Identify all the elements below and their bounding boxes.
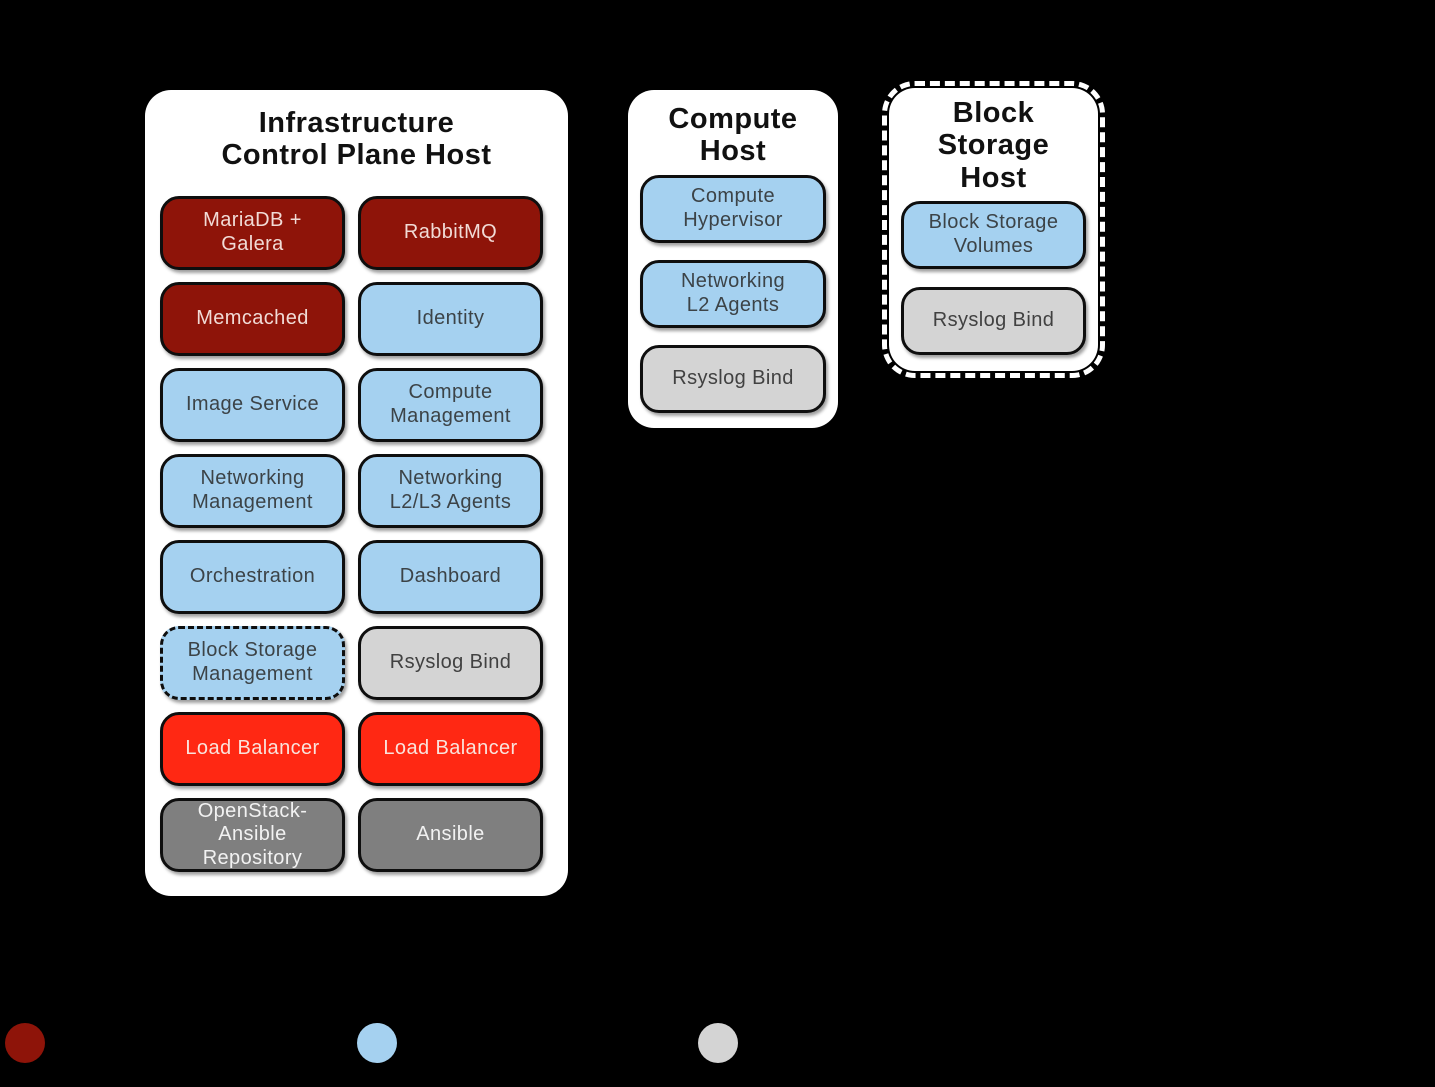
service-box-networking-l2-agents: Networking L2 Agents <box>640 260 826 328</box>
legend-dot-other-service <box>698 1023 738 1063</box>
service-box-identity: Identity <box>358 282 543 356</box>
service-box-memcached: Memcached <box>160 282 345 356</box>
service-box-block-storage-volumes: Block Storage Volumes <box>901 201 1086 269</box>
service-box-compute-management: Compute Management <box>358 368 543 442</box>
compute-service-stack: Compute Hypervisor Networking L2 Agents … <box>640 175 826 413</box>
service-box-dashboard: Dashboard <box>358 540 543 614</box>
service-box-networking-l2-l3-agents: Networking L2/L3 Agents <box>358 454 543 528</box>
service-box-block-storage-management: Block Storage Management <box>160 626 345 700</box>
service-box-load-balancer-2: Load Balancer <box>358 712 543 786</box>
service-box-mariadb-galera: MariaDB + Galera <box>160 196 345 270</box>
block-storage-host-panel: Block Storage Host Block Storage Volumes… <box>882 81 1105 378</box>
block-storage-panel-title: Block Storage Host <box>937 97 1050 194</box>
infrastructure-service-grid: MariaDB + Galera RabbitMQ Memcached Iden… <box>160 196 543 872</box>
service-box-openstack-ansible-repository: OpenStack- Ansible Repository <box>160 798 345 872</box>
service-box-orchestration: Orchestration <box>160 540 345 614</box>
service-box-rsyslog-bind-block: Rsyslog Bind <box>901 287 1086 355</box>
service-box-rsyslog-bind-compute: Rsyslog Bind <box>640 345 826 413</box>
service-box-compute-hypervisor: Compute Hypervisor <box>640 175 826 243</box>
compute-host-panel: Compute Host Compute Hypervisor Networki… <box>628 90 838 428</box>
infrastructure-panel-title: Infrastructure Control Plane Host <box>221 107 492 172</box>
service-box-rabbitmq: RabbitMQ <box>358 196 543 270</box>
service-box-image-service: Image Service <box>160 368 345 442</box>
infrastructure-control-plane-host-panel: Infrastructure Control Plane Host MariaD… <box>145 90 568 896</box>
compute-panel-title: Compute Host <box>668 103 798 168</box>
legend-dot-openstack-service <box>357 1023 397 1063</box>
service-box-rsyslog-bind-infra: Rsyslog Bind <box>358 626 543 700</box>
block-storage-service-stack: Block Storage Volumes Rsyslog Bind <box>901 201 1086 355</box>
service-box-ansible: Ansible <box>358 798 543 872</box>
legend-dot-infrastructure-service <box>5 1023 45 1063</box>
service-box-load-balancer-1: Load Balancer <box>160 712 345 786</box>
service-box-networking-management: Networking Management <box>160 454 345 528</box>
